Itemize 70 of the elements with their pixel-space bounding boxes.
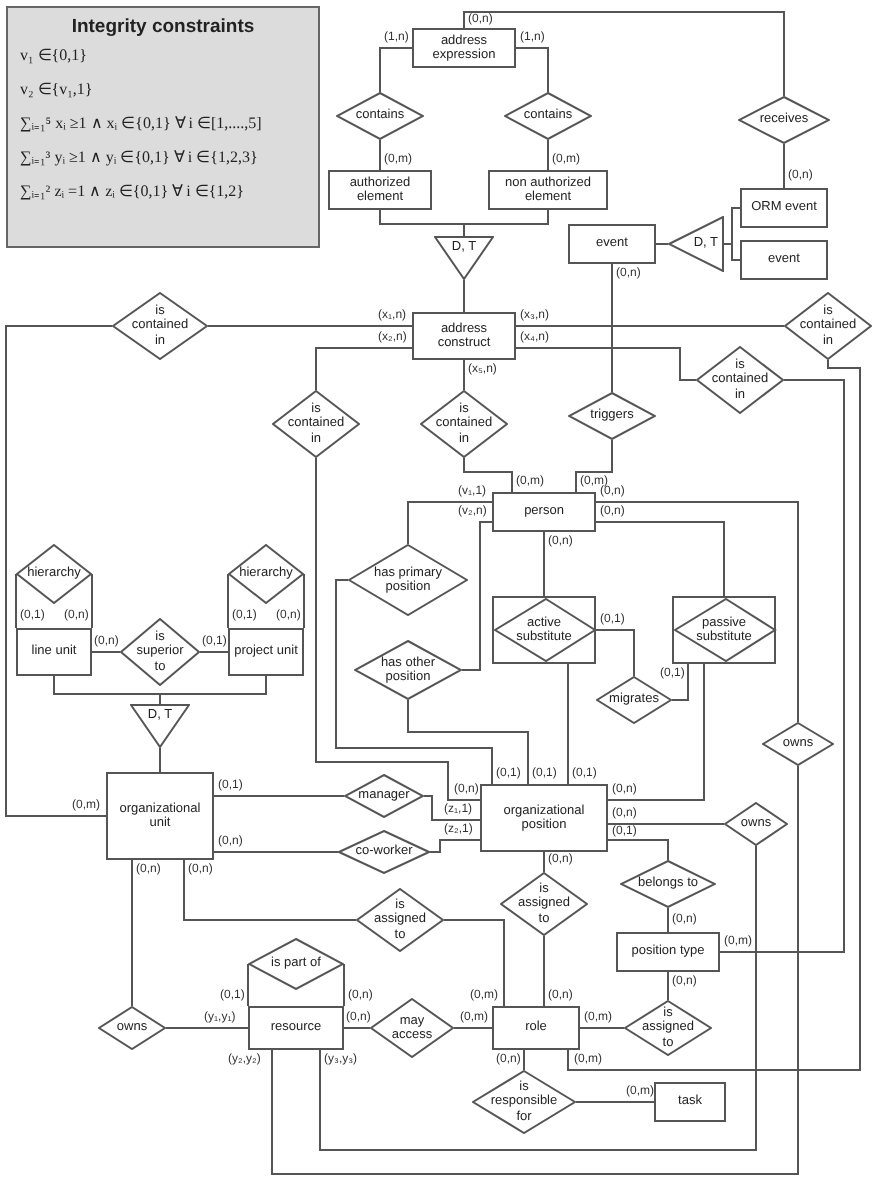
connector-line: [523, 1049, 525, 1071]
connector-line: [453, 1027, 493, 1029]
connector-line: [595, 501, 799, 723]
connector-line: [379, 47, 413, 93]
connector-line: [227, 573, 229, 629]
formula: v₁ ∈{0,1}: [20, 46, 89, 64]
connector-line: [607, 823, 725, 825]
connector-line: [783, 143, 785, 189]
connector-line: [183, 859, 357, 921]
connector-line: [319, 845, 757, 1151]
connector-line: [607, 663, 705, 801]
panel-title: Integrity constraints: [69, 14, 257, 40]
connector-line: [463, 359, 465, 391]
formula: ∑ᵢ₌₁³ yᵢ ≥1 ∧ yᵢ ∈{0,1} ∀ i ∈{1,2,3}: [20, 148, 260, 166]
connector-line: [343, 1027, 371, 1029]
connector-line: [667, 971, 669, 1001]
connector-line: [463, 279, 465, 313]
connector-line: [515, 325, 785, 327]
connector-line: [515, 347, 697, 381]
connector-line: [567, 663, 569, 785]
connector-line: [423, 795, 481, 821]
formula: v₂ ∈{v₁,1}: [20, 80, 95, 98]
connector-line: [15, 573, 17, 629]
connector-line: [443, 919, 505, 1007]
connector-line: [379, 139, 381, 171]
connector-line: [407, 501, 493, 545]
connector-line: [91, 573, 93, 629]
connector-line: [595, 629, 635, 677]
connector-line: [655, 243, 669, 245]
connector-line: [463, 209, 549, 237]
formula: ∑ᵢ₌₁⁵ xᵢ ≥1 ∧ xᵢ ∈{0,1} ∀ i ∈[1,....,5]: [20, 114, 264, 132]
connector-line: [343, 963, 345, 1007]
connector-line: [213, 851, 339, 853]
connector-line: [247, 963, 249, 1007]
connector-line: [547, 139, 549, 171]
connector-line: [91, 651, 121, 653]
connector-line: [543, 935, 545, 1007]
connector-line: [335, 579, 493, 785]
connector-line: [303, 573, 305, 629]
connector-line: [407, 699, 529, 785]
constraints-panel: [6, 6, 320, 248]
connector-line: [159, 747, 161, 773]
connector-line: [315, 347, 413, 391]
connector-line: [543, 531, 545, 597]
connector-line: [463, 11, 785, 97]
connector-line: [315, 457, 481, 801]
connector-line: [595, 521, 725, 597]
connector-line: [5, 325, 113, 817]
connector-line: [461, 521, 493, 671]
connector-line: [575, 439, 613, 493]
connector-line: [271, 765, 799, 1175]
connector-line: [463, 457, 513, 493]
connector-line: [667, 907, 669, 933]
connector-line: [515, 47, 549, 93]
connector-line: [199, 651, 229, 653]
connector-line: [131, 859, 133, 1007]
connector-line: [671, 663, 689, 701]
connector-line: [575, 1101, 655, 1103]
connector-line: [429, 839, 481, 853]
connector-line: [213, 795, 345, 797]
connector-line: [579, 1027, 625, 1029]
connector-line: [607, 839, 669, 861]
connector-line: [719, 379, 845, 953]
connector-line: [543, 851, 545, 873]
formula: ∑ᵢ₌₁² zᵢ =1 ∧ zᵢ ∈{0,1} ∀ i ∈{1,2}: [20, 182, 247, 200]
connector-line: [207, 325, 413, 327]
connector-line: [165, 1027, 249, 1029]
connector-line: [159, 675, 267, 705]
connector-line: [611, 263, 613, 393]
connector-line: [567, 359, 861, 1071]
